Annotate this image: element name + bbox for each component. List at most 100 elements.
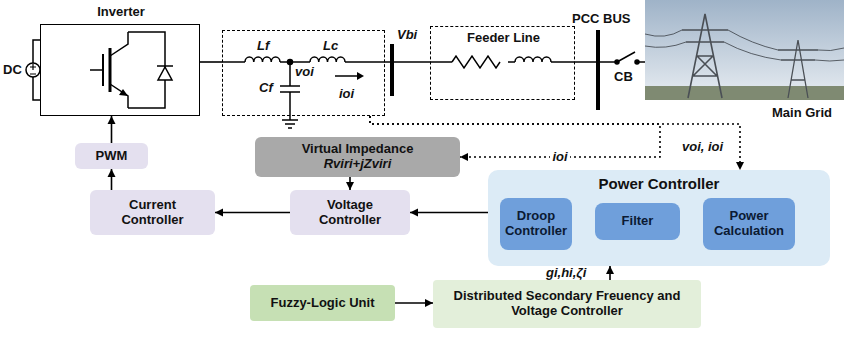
box-text: Fuzzy-Logic Unit	[256, 296, 389, 311]
arrowhead	[108, 169, 116, 177]
diagram-label: gi,hi,ζi	[546, 266, 586, 281]
feeder-line-box: Feeder Line	[430, 26, 575, 100]
arrowhead	[425, 299, 433, 307]
connector	[108, 116, 116, 143]
transmission-tower	[682, 14, 728, 98]
fuzzy-logic-box: Fuzzy-Logic Unit	[250, 285, 395, 321]
transmission-tower	[778, 40, 818, 98]
box-text: Filter	[598, 214, 677, 229]
filter-box: Filter	[595, 203, 680, 240]
box-text: PWM	[81, 149, 142, 164]
breaker-blade	[617, 52, 635, 62]
wire	[600, 61, 615, 63]
current-arrowhead	[357, 72, 364, 80]
inductor-symbol	[310, 57, 345, 62]
connector	[606, 266, 614, 280]
box-text: Current Controller	[106, 198, 199, 228]
diode-wire	[128, 32, 165, 108]
emitter-arrow	[119, 89, 128, 96]
bus-bar	[390, 44, 394, 96]
power-cable	[645, 30, 844, 61]
droop-controller-box: Droop Controller	[500, 198, 572, 250]
voltage-controller-box: Voltage Controller	[290, 190, 410, 235]
wire	[637, 61, 645, 63]
box-text: Power Calculation	[706, 209, 792, 239]
diode-bar	[157, 65, 173, 67]
connector-line	[410, 212, 488, 214]
sky	[645, 0, 844, 100]
diagram-label: voi, ioi	[682, 140, 723, 155]
wire	[508, 61, 515, 63]
wire	[575, 61, 596, 63]
ground-symbol	[282, 120, 298, 128]
connector	[385, 62, 430, 63]
dc-source-circle	[26, 63, 40, 77]
box-text: Rviri+jZviri	[263, 157, 452, 172]
wire	[430, 61, 452, 63]
connector	[108, 169, 116, 190]
feeder-circuit	[430, 52, 645, 68]
diagram-label: Vbi	[397, 28, 417, 43]
power-controller-panel: Power ControllerDroop Controller Filter Po…	[488, 170, 830, 266]
component-label: ioi	[339, 87, 354, 102]
diagram-label: DC	[3, 63, 22, 78]
connector-line	[200, 61, 222, 63]
component-label: Cf	[259, 81, 273, 96]
connector	[200, 62, 222, 63]
connector	[346, 177, 354, 190]
diagram-label: Main Grid	[772, 106, 832, 121]
diagram-label: CB	[614, 70, 633, 85]
arrowhead	[108, 116, 116, 124]
virtual-impedance-box: Virtual ImpedanceRviri+jZviri	[255, 137, 460, 177]
box-text: Voltage Controller	[306, 198, 394, 228]
inductor-symbol	[245, 57, 280, 62]
pcc-bus-bar	[596, 30, 600, 110]
grid-picture	[645, 0, 844, 100]
igbt-symbol	[90, 32, 173, 108]
dc-source	[26, 40, 40, 100]
wire	[551, 61, 575, 63]
ground-strip	[645, 86, 844, 100]
arrowhead	[346, 182, 354, 190]
connector	[215, 209, 290, 217]
secondary-controller-box: Distributed Secondary Freuency and Volta…	[433, 280, 701, 328]
wire	[280, 61, 310, 63]
arrowhead	[215, 209, 223, 217]
gate-lead	[90, 69, 103, 71]
diode-triangle	[158, 67, 172, 80]
connector-line	[385, 61, 430, 63]
connector	[410, 209, 488, 217]
edge-label: ioi	[550, 150, 569, 165]
current-arrow	[335, 75, 358, 77]
lc-filter-circuit	[222, 57, 385, 128]
inductor-symbol	[515, 57, 551, 62]
inverter-box: Inverter	[40, 24, 200, 116]
component-label: Feeder Line	[467, 31, 540, 46]
wire	[222, 61, 245, 63]
component-label: Inverter	[97, 5, 145, 20]
component-label: Power Controller	[599, 175, 720, 192]
lc-filter-box: Lf voi LcCf ioi	[222, 30, 385, 116]
connector	[395, 299, 433, 307]
polarity-mark	[30, 64, 36, 74]
box-text: Droop Controller	[503, 209, 569, 239]
component-label: Lc	[323, 39, 338, 54]
arrowhead	[460, 153, 468, 161]
arrowhead	[606, 266, 614, 274]
arrowhead	[410, 209, 418, 217]
component-label: voi	[295, 65, 314, 80]
arrowhead	[736, 162, 744, 170]
current-controller-box: Current Controller	[90, 190, 215, 235]
igbt-leads	[110, 32, 128, 108]
pwm-box: PWM	[75, 143, 148, 169]
diagram-label: PCC BUS	[572, 12, 631, 27]
component-label: Lf	[257, 39, 269, 54]
connector-line	[215, 212, 290, 214]
dc-wire	[33, 40, 40, 100]
wire	[345, 61, 385, 63]
resistor-symbol	[452, 56, 500, 68]
box-text: Virtual Impedance	[263, 142, 452, 157]
power-calculation-box: Power Calculation	[703, 198, 795, 250]
box-text: Distributed Secondary Freuency and Volta…	[439, 289, 695, 319]
